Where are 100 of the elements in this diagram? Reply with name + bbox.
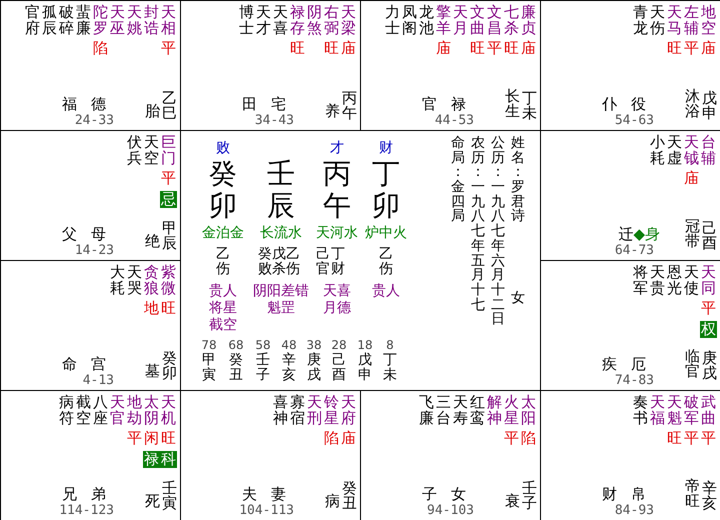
decade-stem-branch: 辛亥 bbox=[282, 353, 296, 382]
star-name: 武曲 bbox=[701, 395, 716, 426]
star-name: 陀罗 bbox=[93, 5, 108, 36]
ten-god-label: 败 bbox=[216, 141, 230, 155]
brightness-mark: 旺 bbox=[161, 301, 176, 316]
star-name: 破碎 bbox=[59, 5, 74, 36]
heavenly-stem: 丙 bbox=[323, 161, 351, 189]
star-name: 太阳 bbox=[521, 395, 536, 426]
star-name: 天才 bbox=[256, 5, 271, 36]
star-name: 天喜 bbox=[273, 5, 288, 36]
star-name: 解神 bbox=[487, 395, 502, 426]
star-name: 火星 bbox=[504, 395, 519, 426]
decade-age: 48 bbox=[281, 339, 297, 351]
star-name: 地劫 bbox=[127, 395, 142, 426]
star-name: 阴煞 bbox=[307, 5, 322, 36]
star-name: 天梁 bbox=[341, 5, 356, 36]
age-range: 114-123 bbox=[59, 504, 114, 517]
brightness-mark: 平 bbox=[684, 41, 699, 56]
age-range: 54-63 bbox=[614, 114, 654, 127]
star-name: 天官 bbox=[110, 395, 125, 426]
age-range: 94-103 bbox=[427, 504, 474, 517]
earthly-branch: 午 bbox=[323, 193, 351, 221]
stem-branch: 癸丑 bbox=[342, 480, 357, 512]
palace-cell bbox=[0, 0, 181, 131]
star-name: 天福 bbox=[650, 395, 665, 426]
heavenly-stem: 壬 bbox=[267, 161, 295, 189]
heavenly-stem: 癸 bbox=[209, 161, 237, 189]
star-name: 截空 bbox=[76, 395, 91, 426]
shensha-label: 贵人 bbox=[372, 284, 400, 298]
hidden-stem: 己官 bbox=[316, 247, 330, 276]
decade-stem-branch: 壬子 bbox=[256, 353, 270, 382]
decade-stem-branch: 甲寅 bbox=[202, 353, 216, 382]
star-name: 八座 bbox=[93, 395, 108, 426]
shensha-label: 截空 bbox=[209, 318, 237, 332]
palace-name: 财帛 bbox=[602, 487, 660, 502]
life-stage: 养 bbox=[325, 104, 340, 120]
decade-age: 38 bbox=[306, 339, 322, 351]
hidden-stem: 乙伤 bbox=[379, 247, 393, 276]
star-name: 凤阁 bbox=[402, 5, 417, 36]
palace-name: 父母 bbox=[62, 227, 120, 242]
brightness-mark: 庙 bbox=[341, 41, 356, 56]
info-text: 农历：一九八七年五月十七 bbox=[471, 136, 485, 312]
stem-branch: 壬寅 bbox=[162, 480, 177, 512]
star-name: 天贵 bbox=[650, 265, 665, 296]
earthly-branch: 卯 bbox=[372, 193, 400, 221]
ten-god-label: 财 bbox=[379, 141, 393, 155]
transformation-badge: 科 bbox=[160, 451, 177, 468]
stem-branch: 甲辰 bbox=[162, 220, 177, 252]
decade-stem-branch: 戊申 bbox=[358, 353, 372, 382]
stem-branch: 壬子 bbox=[522, 480, 537, 512]
earthly-branch: 卯 bbox=[209, 193, 237, 221]
star-name: 奏书 bbox=[633, 395, 648, 426]
nayin-label: 长流水 bbox=[260, 226, 302, 240]
star-name: 官府 bbox=[25, 5, 40, 36]
ten-god-label: 才 bbox=[330, 141, 344, 155]
brightness-mark: 庙 bbox=[341, 431, 356, 446]
brightness-mark: 旺 bbox=[667, 431, 682, 446]
age-range: 24-33 bbox=[74, 114, 114, 127]
star-name: 擎羊 bbox=[436, 5, 451, 36]
hidden-stem: 癸败 bbox=[258, 247, 272, 276]
star-name: 天伤 bbox=[650, 5, 665, 36]
decade-stem-branch: 己酉 bbox=[332, 353, 346, 382]
nayin-label: 天河水 bbox=[316, 226, 358, 240]
star-name: 天机 bbox=[161, 395, 176, 426]
decade-stem-branch: 丁未 bbox=[383, 353, 397, 382]
decade-stem-branch: 癸丑 bbox=[229, 353, 243, 382]
brightness-mark: 庙 bbox=[684, 171, 699, 186]
star-name: 铃星 bbox=[324, 395, 339, 426]
brightness-mark: 旺 bbox=[667, 41, 682, 56]
info-text: 公历：一九八七年六月十二日 bbox=[491, 136, 505, 327]
hidden-stem: 丁财 bbox=[331, 247, 345, 276]
decade-age: 68 bbox=[228, 339, 244, 351]
brightness-mark: 旺 bbox=[290, 41, 305, 56]
nayin-label: 金泊金 bbox=[202, 226, 244, 240]
brightness-mark: 平 bbox=[161, 171, 176, 186]
decade-age: 78 bbox=[201, 339, 217, 351]
brightness-mark: 平 bbox=[504, 431, 519, 446]
star-name: 蜚廉 bbox=[76, 5, 91, 36]
shensha-label: 月德 bbox=[323, 301, 351, 315]
decade-age: 58 bbox=[255, 339, 271, 351]
palace-name: 命宫 bbox=[62, 357, 120, 372]
star-name: 破军 bbox=[684, 395, 699, 426]
life-stage: 绝 bbox=[145, 234, 160, 250]
life-stage: 墓 bbox=[145, 364, 160, 380]
star-name: 力士 bbox=[385, 5, 400, 36]
star-name: 文曲 bbox=[470, 5, 485, 36]
stem-branch: 丙午 bbox=[342, 90, 357, 122]
star-name: 天月 bbox=[453, 5, 468, 36]
star-name: 大耗 bbox=[110, 265, 125, 296]
star-name: 天钺 bbox=[684, 135, 699, 166]
life-stage: 死 bbox=[145, 494, 160, 510]
shensha-label: 天喜 bbox=[323, 284, 351, 298]
star-name: 病符 bbox=[59, 395, 74, 426]
shensha-label: 魁罡 bbox=[267, 301, 295, 315]
star-name: 龙池 bbox=[419, 5, 434, 36]
palace-name: 官禄 bbox=[422, 97, 480, 112]
stem-branch: 庚戌 bbox=[702, 350, 717, 382]
life-stage: 冠带 bbox=[685, 218, 700, 250]
age-range: 74-83 bbox=[614, 374, 654, 387]
brightness-mark: 旺 bbox=[324, 41, 339, 56]
